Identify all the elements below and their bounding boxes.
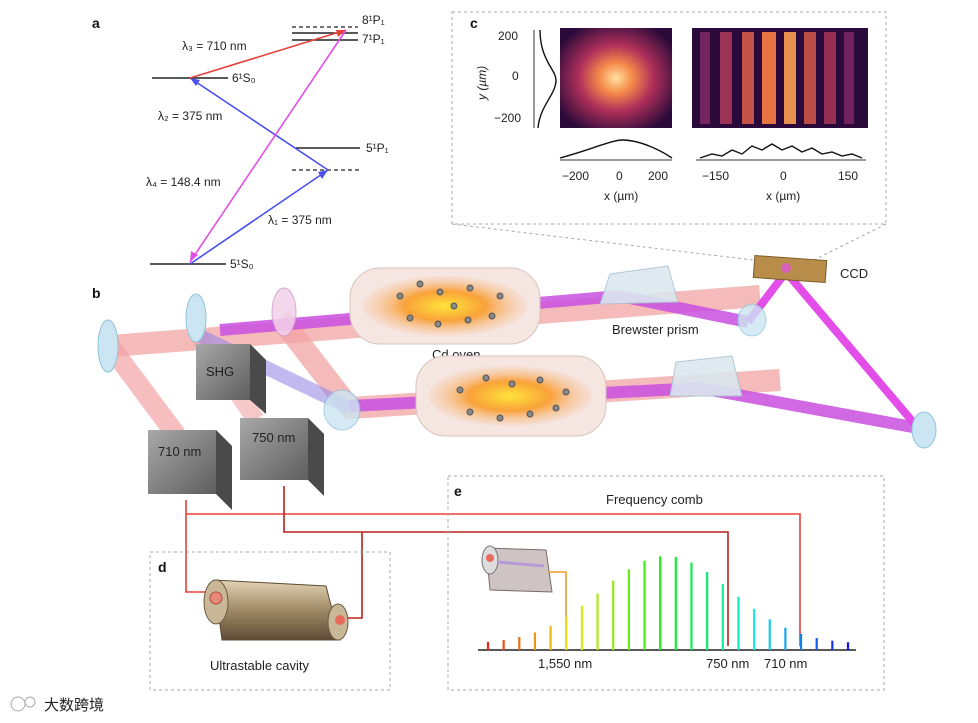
arrowhead-lambda3 [336,30,346,37]
cable-750-to-comb [283,486,729,646]
cable-710-to-comb [186,513,801,646]
pink-beam-710-feed [101,340,189,446]
ultrastable-cavity-label: Ultrastable cavity [210,658,309,673]
comb-marker-710: 710 nm [764,656,807,671]
lambda4-label: λ₄ = 148.4 nm [146,175,221,189]
x-tick-right-minus150: −150 [702,169,729,183]
comb-cavity-image [481,545,553,593]
y-profile-curve [537,29,557,129]
ultrastable-cavity-image [203,579,349,641]
level-label-8P1: 8¹P₁ [362,13,385,27]
ccd-spot [781,263,791,273]
comb-marker-1550: 1,550 nm [538,656,592,671]
panel-b-letter: b [92,285,101,301]
mirror-3 [323,389,361,431]
lambda1-label: λ₁ = 375 nm [268,213,332,227]
y-axis-label: y (µm) [475,66,489,101]
watermark-text: 大数跨境 [44,696,104,714]
level-label-5S0: 5¹S₀ [230,257,254,271]
transition-lambda2-arrow [189,77,329,171]
level-label-7P1: 7¹P₁ [362,32,385,46]
panel-c-letter: c [470,15,478,31]
laser-710-box [148,430,232,510]
panel-d-letter: d [158,559,167,575]
lambda2-label: λ₂ = 375 nm [158,109,222,123]
y-tick-minus200: −200 [494,111,521,125]
x-tick-left-200: 200 [648,169,668,183]
panel-b: b Cd oven [92,254,937,510]
panel-e-letter: e [454,483,462,499]
panel-a: a 8¹P₁ 7¹P₁ 6¹S₀ 5¹P₁ 5¹S₀ λ₃ = 710 nm λ… [92,13,389,271]
comb-marker-750: 750 nm [706,656,749,671]
level-label-6S0: 6¹S₀ [232,71,256,85]
lambda3-label: λ₃ = 710 nm [182,39,247,53]
arrowhead-lambda2 [190,78,200,86]
panel-d-frame [149,551,391,691]
panel-e: e Frequency comb 1,550 nm 750 nm 710 nm [447,475,885,691]
cable-750-to-cavity [346,532,363,619]
mirror-dichroic [271,287,297,337]
zoom-line-right [809,223,887,263]
comb-teeth [486,556,850,650]
y-tick-0: 0 [512,69,519,83]
fringe-stripes [700,32,854,124]
arrowhead-lambda1 [318,170,328,179]
ccd-label: CCD [840,266,868,281]
arrowhead-lambda4 [190,251,198,262]
x-tick-right-0: 0 [780,169,787,183]
cable-710-to-cavity [185,500,206,593]
frequency-comb-title: Frequency comb [606,492,703,507]
transition-lambda3-arrow [189,29,347,79]
level-label-5P1: 5¹P₁ [366,141,389,155]
x-axis-label-left: x (µm) [604,189,638,203]
shg-box [196,344,266,414]
shg-label: SHG [206,364,234,379]
x-profile-right [699,143,863,159]
panel-d: d Ultrastable cavity [149,551,391,691]
transition-lambda4-arrow [189,29,347,263]
cd-oven-top [349,267,541,345]
watermark: 大数跨境 [10,696,104,714]
x-tick-left-0: 0 [616,169,623,183]
brewster-prism-top [599,265,679,305]
mirror-1 [97,319,119,373]
mirror-4 [737,303,767,337]
beam-image-gaussian [560,28,672,128]
zoom-line-left [451,223,771,263]
transition-lambda1-arrow [189,169,329,265]
mirror-2 [185,293,207,343]
oven-bottom-atoms [456,374,570,422]
panel-a-letter: a [92,15,100,31]
x-tick-right-150: 150 [838,169,858,183]
beam-image-fringes [692,28,868,128]
x-profile-left [559,139,673,159]
mirror-5 [911,411,937,449]
laser-750-box [240,418,324,496]
y-tick-200: 200 [498,29,518,43]
brewster-prism-label: Brewster prism [612,322,699,337]
panel-c-frame [451,11,887,225]
cd-oven-bottom [415,355,607,437]
panel-c: c 200 0 −200 y (µm) −200 0 200 x (µm) [451,11,887,225]
oven-top-atoms [396,280,504,328]
x-tick-left-minus200: −200 [562,169,589,183]
laser-750-label: 750 nm [252,430,295,445]
x-axis-label-right: x (µm) [766,189,800,203]
cable-lines [185,486,801,646]
brewster-prism-bottom [669,355,743,397]
panel-e-frame [447,475,885,691]
laser-710-label: 710 nm [158,444,201,459]
